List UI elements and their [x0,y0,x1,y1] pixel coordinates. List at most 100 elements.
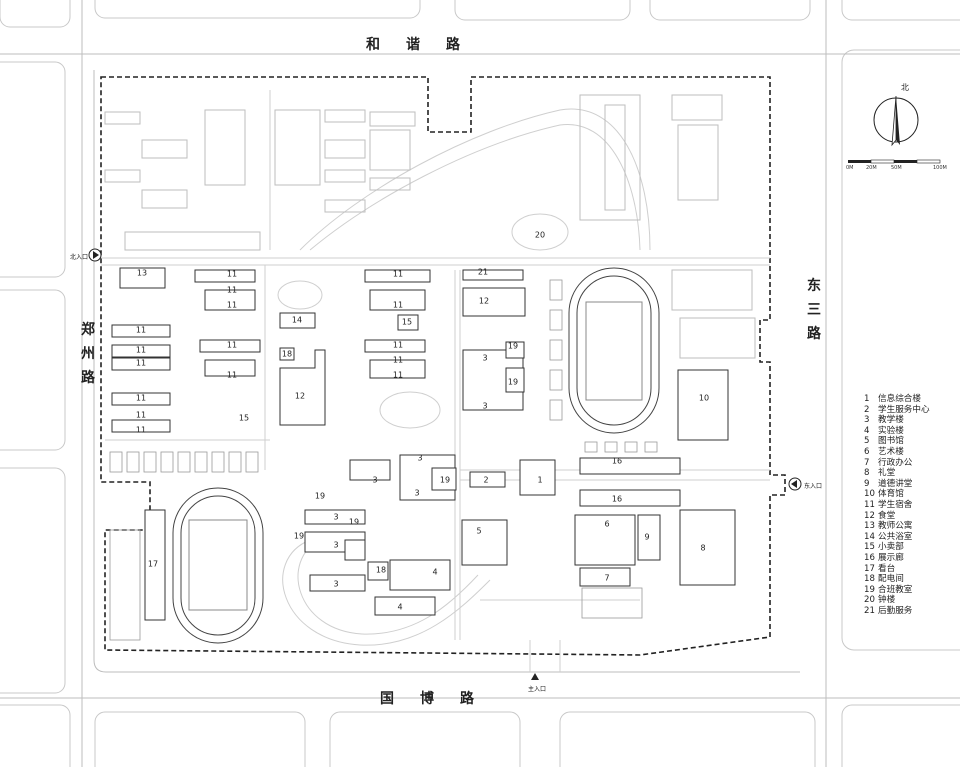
building-label: 3 [333,580,338,589]
building-label: 13 [137,269,147,278]
legend-item-number: 7 [864,457,870,468]
legend-item-number: 17 [864,563,875,574]
building-label: 19 [508,378,518,387]
sports-fields [172,267,660,644]
legend-item-label: 后勤服务 [878,605,913,616]
legend-item-label: 食堂 [878,510,896,521]
building-label: 12 [479,297,489,306]
legend-item-label: 合班教室 [878,584,913,595]
legend-item-label: 小卖部 [878,542,904,553]
legend-item-number: 16 [864,552,875,563]
building-label: 11 [227,270,237,279]
entrance-label-west: 北入口 [70,254,89,261]
building-label: 16 [612,457,622,466]
building-label: 16 [612,495,622,504]
building-label: 17 [148,560,158,569]
legend-item-label: 教学楼 [878,415,904,426]
building-label: 6 [604,520,609,529]
building-label: 11 [393,301,403,310]
legend-item-number: 19 [864,584,875,595]
building-label: 14 [292,316,302,325]
planters [109,279,658,641]
legend-item-number: 12 [864,510,875,521]
building-label: 11 [393,371,403,380]
legend-item-label: 行政办公 [878,457,913,468]
building-label: 1 [537,476,542,485]
legend-item-number: 8 [864,468,870,479]
building-label: 21 [478,268,488,277]
legend-item-label: 公共浴室 [878,531,913,542]
legend-item-label: 实验楼 [878,425,904,436]
building-label: 11 [136,326,146,335]
building-label: 5 [476,527,481,536]
legend-item-number: 14 [864,531,875,542]
road-name-south: 国博路 [380,691,500,707]
legend-item-number: 11 [864,499,875,510]
scale-bar [848,159,941,164]
building-label: 11 [136,394,146,403]
legend-item-number: 18 [864,574,875,585]
building-label: 19 [349,518,359,527]
legend-item-label: 展示廊 [878,552,904,563]
scale-label: 0M [846,165,854,171]
building-label: 15 [402,318,412,327]
legend-item-label: 配电间 [878,574,904,585]
scale-label: 20M [866,165,877,171]
building-label: 3 [414,489,419,498]
legend-item-label: 礼堂 [878,468,896,479]
legend-item-label: 学生服务中心 [878,404,930,415]
building-label: 15 [239,414,249,423]
north-arrow-icon [873,95,919,147]
building-label: 11 [227,301,237,310]
legend-item-number: 9 [864,478,870,489]
north-zone [104,94,756,359]
entrance-label-east: 东入口 [804,483,823,490]
building-label: 19 [294,532,304,541]
building-label: 11 [136,426,146,435]
building-label: 11 [393,270,403,279]
building-label: 19 [440,476,450,485]
legend-item: 7 行政办公 [864,458,956,469]
building-label: 19 [315,492,325,501]
legend-item-number: 10 [864,489,875,500]
campus-boundary [100,76,786,656]
building-label: 11 [227,341,237,350]
building-label: 18 [376,566,386,575]
building-label: 3 [333,513,338,522]
entrance-label-south: 主入口 [528,686,547,693]
legend-item-label: 图书馆 [878,436,904,447]
legend-item-number: 3 [864,415,870,426]
building-label: 11 [393,356,403,365]
legend-item-number: 20 [864,595,875,606]
building-label: 10 [699,394,709,403]
legend-item-number: 21 [864,605,875,616]
legend-item-label: 教师公寓 [878,521,913,532]
building-label: 3 [417,454,422,463]
building-label: 11 [136,411,146,420]
legend-item-label: 学生宿舍 [878,499,913,510]
building-label: 8 [700,544,705,553]
north-arrow-label: 北 [901,83,909,92]
buildings [111,267,736,621]
building-label: 18 [282,350,292,359]
building-label: 12 [295,392,305,401]
building-numbers: 1 2 3 3 3 3 3 3 3 3 4 4 5 6 7 8 9 10 11 … [136,231,709,612]
legend-item-label: 艺术楼 [878,446,904,457]
road-name-north: 和谐路 [366,37,486,53]
building-label: 7 [604,574,609,583]
building-label: 11 [227,286,237,295]
